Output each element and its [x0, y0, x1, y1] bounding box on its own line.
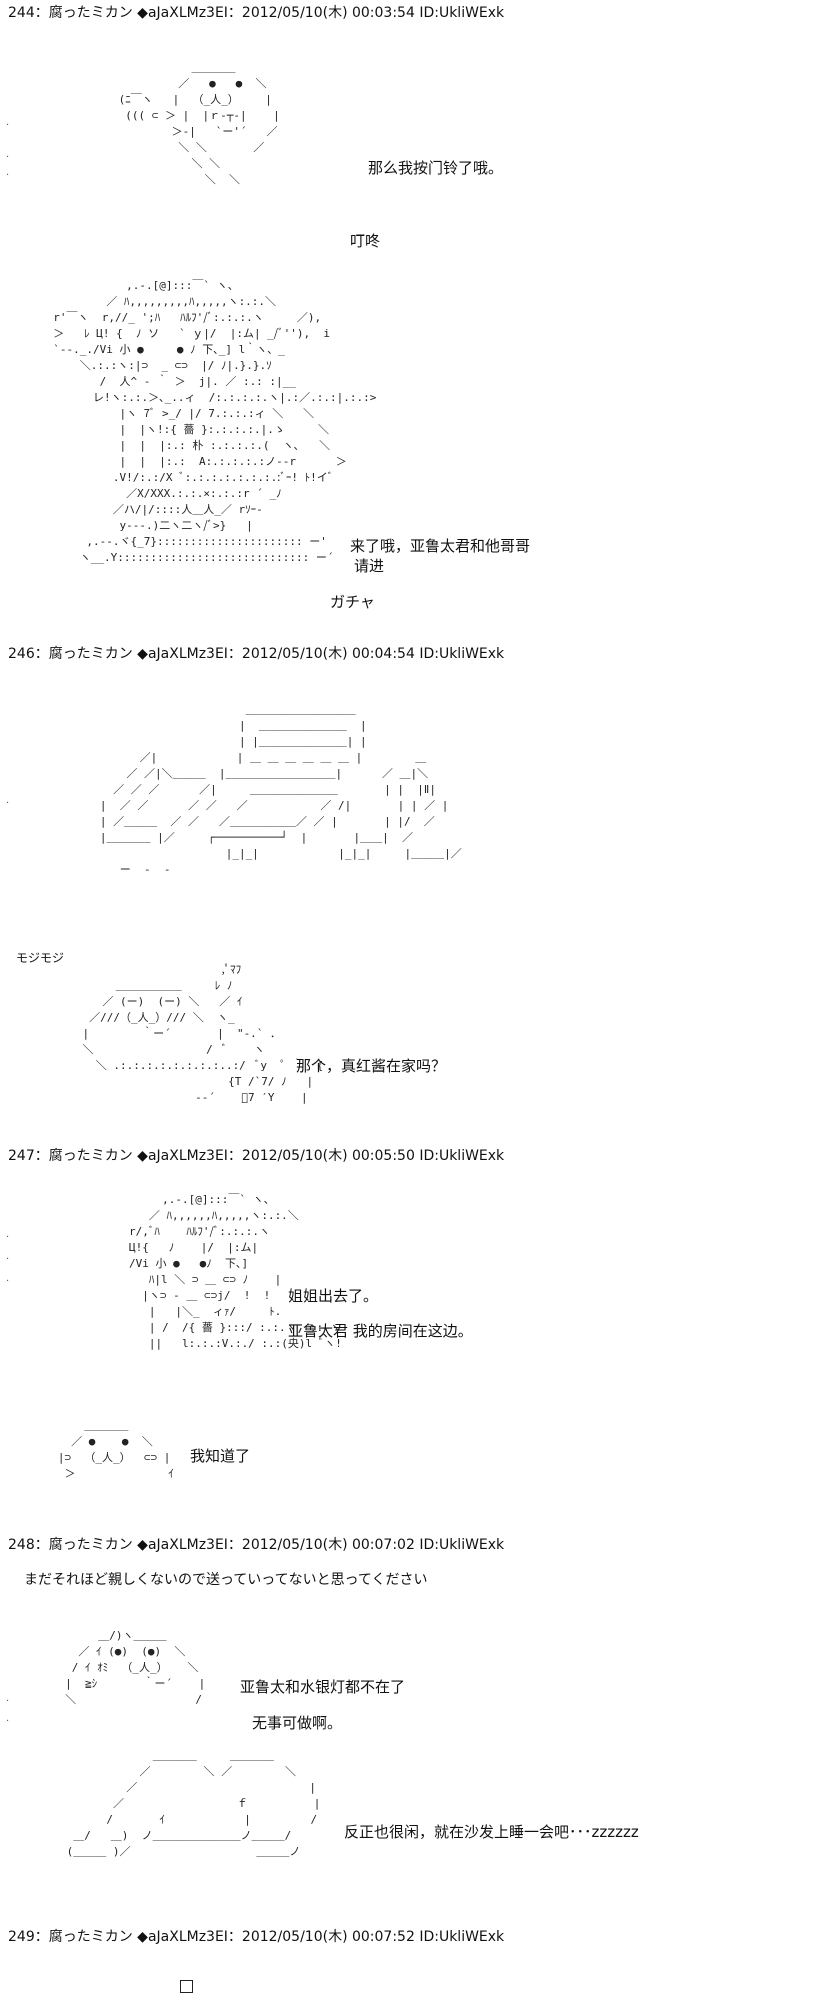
post-header-249: 249：腐ったミカン ◆aJaXLMz3EI：2012/05/10(木) 00:…	[8, 1929, 505, 1945]
dialogue-line: 亚鲁太和水银灯都不在了	[240, 1678, 406, 1696]
ascii-art-character: ＿＿＿＿ ／ ● ● ＼ |⊃ （_人_） ⊂⊃ | ＞ ｲ	[57, 1419, 174, 1480]
margin-dot: .	[6, 1713, 10, 1724]
ascii-art-character: ＿/)ヽ＿＿＿ ／ ｲ (●) (●) ＼ / ｲ ｵﾐ （_人_） ＼ | ≧…	[65, 1629, 206, 1706]
margin-dot: .	[6, 1273, 10, 1284]
margin-dot: .	[6, 1229, 10, 1240]
post-header-244: 244：腐ったミカン ◆aJaXLMz3EI：2012/05/10(木) 00:…	[8, 5, 505, 21]
margin-dot: .	[6, 1251, 10, 1262]
post-header-248: 248：腐ったミカン ◆aJaXLMz3EI：2012/05/10(木) 00:…	[8, 1537, 505, 1553]
post-header-246: 246：腐ったミカン ◆aJaXLMz3EI：2012/05/10(木) 00:…	[8, 646, 505, 662]
dialogue-line: 请进	[354, 557, 385, 575]
ascii-art-character: ,.-.[@]:::￣` ヽ、 ／ ﾊ,,,,,,ﾊ,,,,,ヽ:.:.＼ r/…	[128, 1193, 342, 1350]
margin-dot: .	[6, 117, 10, 128]
margin-dot: .	[6, 167, 10, 178]
sound-effect: 叮咚	[350, 232, 381, 250]
dialogue-line: 姐姐出去了。	[288, 1287, 379, 1305]
dialogue-line: 来了哦，亚鲁太君和他哥哥	[350, 537, 531, 555]
dialogue-line: 我知道了	[190, 1447, 251, 1465]
dialogue-line: 反正也很闲，就在沙发上睡一会吧･･･zzzzzz	[344, 1823, 639, 1841]
margin-dot: .	[6, 795, 10, 806]
dialogue-line: 亚鲁太君 我的房间在这边。	[288, 1322, 473, 1340]
sound-effect: ガチャ	[330, 593, 375, 611]
ascii-art-furniture: ＿＿＿＿＿＿＿＿＿＿ | ＿＿＿＿＿＿＿＿ | | |＿＿＿＿＿＿＿＿| | ／…	[99, 703, 462, 876]
dialogue-line: まだそれほど親しくないので送っていってないと思ってください	[24, 1572, 428, 1588]
ascii-art-character: ,.-.[@]:::￣` ヽ、 ／ ﾊ,,,,,,,,,ﾊ,,,,,ヽ:.:.＼…	[53, 279, 377, 564]
sound-effect: モジモジ	[16, 951, 65, 965]
placeholder-box	[180, 1980, 193, 1993]
dialogue-line: 那个，真红酱在家吗？	[296, 1057, 447, 1075]
margin-dot: .	[6, 149, 10, 160]
dialogue-line: 那么我按门铃了哦。	[368, 159, 504, 177]
ascii-art-character: ＿＿＿＿ ／ ● ● ＼ (ﾆ￣ヽ | （_人_） | ((( ⊂ ＞ | |ｒ…	[118, 61, 280, 186]
ascii-art-sofa: ＿＿＿＿ ＿＿＿＿ ／ ＼ ／ ＼ ／ | ／ ｆ | / ｲ | / ＿/ ＿…	[66, 1749, 321, 1858]
ascii-art-character: ,ﾟﾏﾌ ＿＿＿＿＿＿ ﾚ ﾉ ／ (ー) (ー) ＼ ／ ｲ ／///（_人_…	[82, 963, 324, 1104]
post-header-247: 247：腐ったミカン ◆aJaXLMz3EI：2012/05/10(木) 00:…	[8, 1148, 505, 1164]
dialogue-line: 无事可做啊。	[252, 1714, 343, 1732]
margin-dot: .	[6, 1693, 10, 1704]
